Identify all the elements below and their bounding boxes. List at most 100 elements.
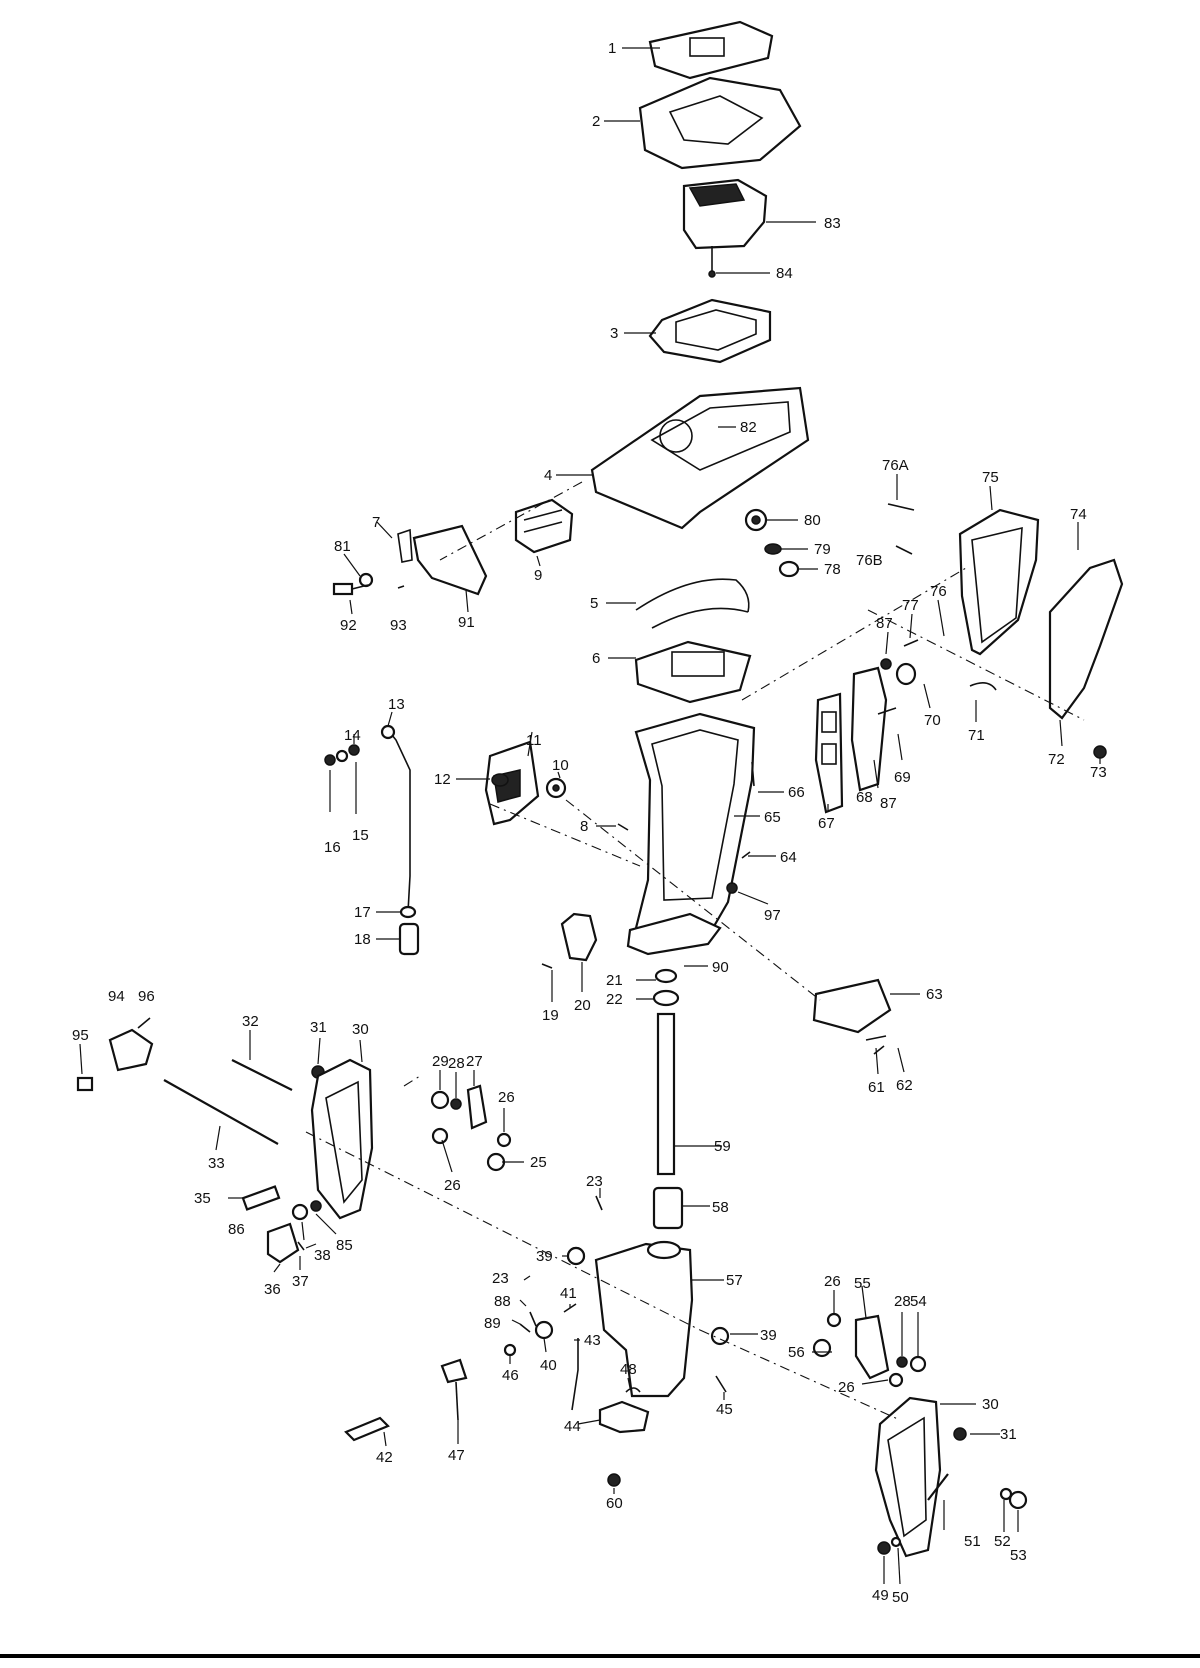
callout-labels: 1 2 83 84 3 82 4 76A 75 80 79 78 76B 74 … bbox=[72, 40, 1107, 1606]
callout: 21 bbox=[606, 972, 623, 989]
callout: 50 bbox=[892, 1589, 909, 1606]
callout: 46 bbox=[502, 1367, 519, 1384]
callout: 45 bbox=[716, 1401, 733, 1418]
callout: 65 bbox=[764, 809, 781, 826]
callout: 38 bbox=[314, 1247, 331, 1264]
callout: 97 bbox=[764, 907, 781, 924]
callout: 30 bbox=[352, 1021, 369, 1038]
callout: 1 bbox=[608, 40, 616, 57]
callout: 55 bbox=[854, 1275, 871, 1292]
callout: 87 bbox=[880, 795, 897, 812]
callout: 42 bbox=[376, 1449, 393, 1466]
callout: 95 bbox=[72, 1027, 89, 1044]
callout: 84 bbox=[776, 265, 793, 282]
callout: 26 bbox=[444, 1177, 461, 1194]
callout: 37 bbox=[292, 1273, 309, 1290]
callout: 92 bbox=[340, 617, 357, 634]
callout: 22 bbox=[606, 991, 623, 1008]
callout: 25 bbox=[530, 1154, 547, 1171]
callout: 27 bbox=[466, 1053, 483, 1070]
callout: 16 bbox=[324, 839, 341, 856]
callout: 30 bbox=[982, 1396, 999, 1413]
assembly-axis-lines bbox=[305, 481, 1085, 1421]
callout: 76B bbox=[856, 552, 883, 569]
callout: 91 bbox=[458, 614, 475, 631]
callout: 64 bbox=[780, 849, 797, 866]
callout: 68 bbox=[856, 789, 873, 806]
callout: 77 bbox=[902, 597, 919, 614]
callout: 28 bbox=[448, 1055, 465, 1072]
callout: 5 bbox=[590, 595, 598, 612]
callout: 62 bbox=[896, 1077, 913, 1094]
callout: 9 bbox=[534, 567, 542, 584]
callout: 75 bbox=[982, 469, 999, 486]
callout: 2 bbox=[592, 113, 600, 130]
callout: 26 bbox=[824, 1273, 841, 1290]
callout: 96 bbox=[138, 988, 155, 1005]
callout: 31 bbox=[310, 1019, 327, 1036]
callout: 41 bbox=[560, 1285, 577, 1302]
callout: 89 bbox=[484, 1315, 501, 1332]
callout: 72 bbox=[1048, 751, 1065, 768]
callout: 39 bbox=[760, 1327, 777, 1344]
callout: 28 bbox=[894, 1293, 911, 1310]
callout: 71 bbox=[968, 727, 985, 744]
callout: 7 bbox=[372, 514, 380, 531]
callout: 23 bbox=[492, 1270, 509, 1287]
callout: 33 bbox=[208, 1155, 225, 1172]
callout: 59 bbox=[714, 1138, 731, 1155]
callout: 12 bbox=[434, 771, 451, 788]
callout: 36 bbox=[264, 1281, 281, 1298]
callout: 3 bbox=[610, 325, 618, 342]
callout: 18 bbox=[354, 931, 371, 948]
callout: 8 bbox=[580, 818, 588, 835]
callout: 93 bbox=[390, 617, 407, 634]
callout: 17 bbox=[354, 904, 371, 921]
callout: 94 bbox=[108, 988, 125, 1005]
callout: 29 bbox=[432, 1053, 449, 1070]
callout: 43 bbox=[584, 1332, 601, 1349]
callout: 52 bbox=[994, 1533, 1011, 1550]
callout: 67 bbox=[818, 815, 835, 832]
callout: 82 bbox=[740, 419, 757, 436]
callout: 4 bbox=[544, 467, 552, 484]
callout: 10 bbox=[552, 757, 569, 774]
callout: 39 bbox=[536, 1248, 553, 1265]
callout: 87 bbox=[876, 615, 893, 632]
callout: 85 bbox=[336, 1237, 353, 1254]
callout: 49 bbox=[872, 1587, 889, 1604]
callout: 57 bbox=[726, 1272, 743, 1289]
callout: 26 bbox=[498, 1089, 515, 1106]
callout: 47 bbox=[448, 1447, 465, 1464]
callout: 63 bbox=[926, 986, 943, 1003]
callout: 61 bbox=[868, 1079, 885, 1096]
callout: 76A bbox=[882, 457, 909, 474]
callout: 79 bbox=[814, 541, 831, 558]
callout: 70 bbox=[924, 712, 941, 729]
callout: 56 bbox=[788, 1344, 805, 1361]
callout: 88 bbox=[494, 1293, 511, 1310]
callout: 40 bbox=[540, 1357, 557, 1374]
callout: 90 bbox=[712, 959, 729, 976]
callout: 20 bbox=[574, 997, 591, 1014]
callout: 53 bbox=[1010, 1547, 1027, 1564]
callout: 13 bbox=[388, 696, 405, 713]
callout: 73 bbox=[1090, 764, 1107, 781]
callout: 66 bbox=[788, 784, 805, 801]
callout: 69 bbox=[894, 769, 911, 786]
callout: 83 bbox=[824, 215, 841, 232]
callout: 19 bbox=[542, 1007, 559, 1024]
callout: 32 bbox=[242, 1013, 259, 1030]
callout: 44 bbox=[564, 1418, 581, 1435]
callout: 78 bbox=[824, 561, 841, 578]
callout: 58 bbox=[712, 1199, 729, 1216]
callout: 86 bbox=[228, 1221, 245, 1238]
callout: 23 bbox=[586, 1173, 603, 1190]
parts-artwork bbox=[76, 20, 1124, 1558]
callout: 26 bbox=[838, 1379, 855, 1396]
callout: 6 bbox=[592, 650, 600, 667]
callout: 74 bbox=[1070, 506, 1087, 523]
callout: 11 bbox=[526, 732, 542, 749]
callout: 54 bbox=[910, 1293, 927, 1310]
